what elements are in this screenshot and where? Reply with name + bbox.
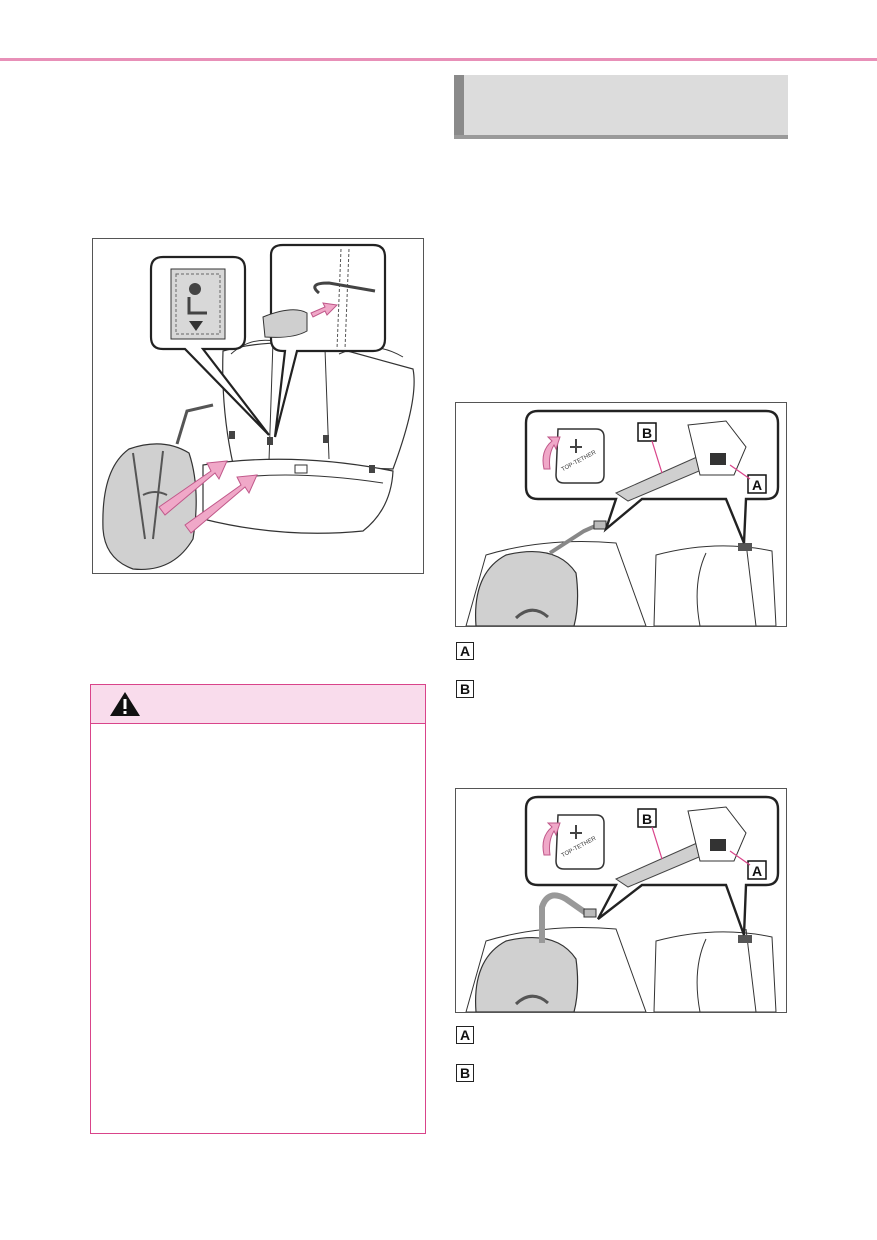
top-tether-figure-1: TOP-TETHER B A [455,402,787,627]
warning-header [91,685,425,724]
legend-1-row-b: B [456,678,484,700]
legend-2-badge-b: B [456,1064,474,1082]
legend-2-row-a: A [456,1024,484,1046]
warning-box [90,684,426,1134]
legend-1-badge-b: B [456,680,474,698]
legend-1-row-a: A [456,640,484,662]
isofix-anchor-figure [92,238,424,574]
section-header-underline [454,135,788,139]
tether1-callout-a: A [752,477,762,493]
child-seat-anchor-icon [170,268,226,340]
legend-2-badge-a: A [456,1026,474,1044]
top-tether-figure-2: TOP-TETHER B A [455,788,787,1013]
top-tether-tag-icon: TOP-TETHER [555,428,605,484]
warning-triangle-icon [110,692,140,716]
tether1-callout-b: B [642,425,652,441]
tether2-callout-b: B [642,811,652,827]
section-header [454,75,788,139]
top-tether-tag-icon: TOP-TETHER [555,814,605,870]
tether2-callout-a: A [752,863,762,879]
section-header-accent [454,75,464,139]
legend-2-row-b: B [456,1062,484,1084]
legend-1-badge-a: A [456,642,474,660]
top-rule [0,58,877,61]
